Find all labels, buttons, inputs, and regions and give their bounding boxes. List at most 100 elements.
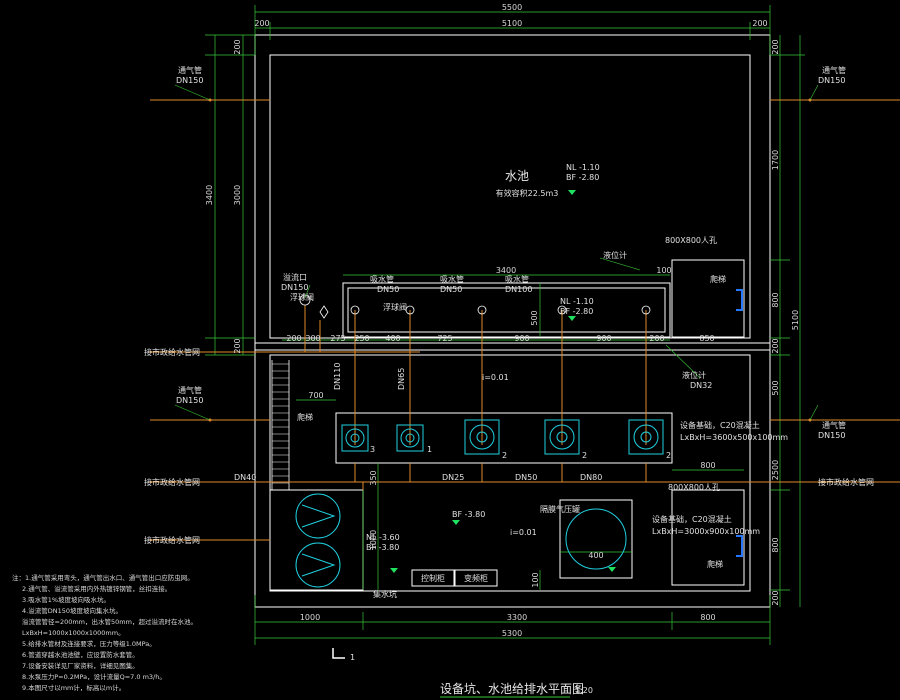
pool-bf: BF -2.80 <box>566 173 599 182</box>
suction-inlet-4 <box>557 305 567 315</box>
pump-icon <box>464 419 500 455</box>
pumps <box>295 289 743 588</box>
note-line: 8.水泵压力P=0.2MPa，设计流量Q=7.0 m3/h。 <box>22 672 166 681</box>
dim-bottom-c: 800 <box>700 613 715 622</box>
dim-row-900a: 900 <box>514 334 529 343</box>
dim-row-200: 200 <box>649 334 664 343</box>
dim-left-outer: 3400 <box>205 185 214 205</box>
dim-right-e: 2500 <box>771 460 780 480</box>
dim-left-top: 200 <box>233 39 242 54</box>
note-line: 4.溢流管DN150坡度坡向集水坑。 <box>22 606 122 615</box>
inner-tank <box>342 282 671 338</box>
pipe-dn40-label: DN40 <box>234 473 256 482</box>
dim-bottom-total: 5300 <box>502 629 522 638</box>
sump-label: 集水坑 <box>373 589 397 599</box>
ladder-r2-label: 爬梯 <box>707 559 723 569</box>
dim-right-b: 800 <box>771 292 780 307</box>
manhole-top-icon <box>736 289 743 311</box>
vent-tl-label: 通气管 <box>178 65 202 75</box>
vent-mr-label: 通气管 <box>822 420 846 430</box>
pit-bf-label: BF -3.80 <box>452 510 485 519</box>
dim-right-top: 200 <box>771 39 780 54</box>
section-mark-icon <box>332 648 345 659</box>
dim-left-bottom: 200 <box>233 338 242 353</box>
sump-box <box>269 489 364 591</box>
level-triangle-icon <box>390 568 398 573</box>
level-triangle-icon <box>452 520 460 525</box>
suction-label: 吸水管 <box>370 274 394 284</box>
dim-top-left: 200 <box>254 19 269 28</box>
vfd-box <box>454 569 498 587</box>
manhole-bot-icon <box>736 535 743 557</box>
dim-350: 350 <box>369 470 378 485</box>
note-line: 9.本图尺寸以mm计，标高以m计。 <box>22 683 125 692</box>
note-line: 3.吸水管1%坡度坡向吸水坑。 <box>22 595 110 604</box>
outer-wall <box>254 34 771 608</box>
pool-volume: 有效容积22.5m3 <box>496 188 559 198</box>
pump-icon <box>544 419 580 455</box>
pump-icon <box>396 424 424 452</box>
float-valve-label: 浮球阀 <box>290 292 314 302</box>
equip-size2-label: LxBxH=3000x900x100mm <box>652 527 760 536</box>
tank-level: NL -1.10 <box>560 297 594 306</box>
vent-tr-dn: DN150 <box>818 76 845 85</box>
dimension-lines <box>205 5 805 645</box>
pool-level: NL -1.10 <box>566 163 600 172</box>
level-markers <box>390 190 616 573</box>
leaders <box>174 84 819 421</box>
inlet-l2-label: 接市政给水管网 <box>144 477 200 487</box>
dim-400: 400 <box>588 551 603 560</box>
dim-row-275: 275 <box>330 334 345 343</box>
dim-right-g: 200 <box>771 590 780 605</box>
inlet-l-label: 接市政给水管网 <box>144 347 200 357</box>
note-line: 溢流管管径=200mm，出水管50mm，超过溢流时在水池。 <box>22 617 197 626</box>
vent-ml-label: 通气管 <box>178 385 202 395</box>
level-triangle-icon <box>568 190 576 195</box>
dn50b-label: DN50 <box>440 285 462 294</box>
pump-2c-label: 2 <box>666 451 671 460</box>
equip-base2-label: 设备基础，C20混凝土 <box>652 514 732 524</box>
suction2-label: 吸水管 <box>440 274 464 284</box>
suction3-label: 吸水管 <box>505 274 529 284</box>
slope2-label: i=0.01 <box>510 528 537 537</box>
vent-ml-dn: DN150 <box>176 396 203 405</box>
pump-3-label: 3 <box>370 445 375 454</box>
pit-bf2-label: BF -3.80 <box>366 543 399 552</box>
dim-bottom-a: 1000 <box>300 613 320 622</box>
dim-row-850: 850 <box>699 334 714 343</box>
air-tank-label: 隔膜气压罐 <box>540 504 580 514</box>
suction-inlet-1 <box>350 305 360 315</box>
ladder <box>271 360 290 490</box>
dim-row-400: 400 <box>385 334 400 343</box>
level-gauge-label-2: 液位计 <box>682 370 706 380</box>
equipment-base <box>335 412 673 464</box>
note-line: 6.管道穿越水池池壁，应设置防水套管。 <box>22 650 139 659</box>
overflow-dn: DN150 <box>281 283 308 292</box>
dim-right-total: 5100 <box>791 310 800 330</box>
dim-left-inner: 3000 <box>233 185 242 205</box>
pit-wall <box>269 354 751 592</box>
dim-right-a: 1700 <box>771 150 780 170</box>
inlet-r-label: 接市政给水管网 <box>818 477 874 487</box>
section-mark-num: 1 <box>350 653 355 662</box>
pipe-dn80-label: DN80 <box>580 473 602 482</box>
dim-800: 800 <box>700 461 715 470</box>
dim-row-900b: 900 <box>596 334 611 343</box>
manhole-top-box <box>671 259 745 338</box>
suction-inlet-2 <box>405 305 415 315</box>
drawing-title: 设备坑、水池给排水平面图 <box>440 681 584 696</box>
dn100-label: DN100 <box>505 285 532 294</box>
note-line: LxBxH=1000x1000x1000mm。 <box>22 629 125 637</box>
dim-right-c: 200 <box>771 338 780 353</box>
manhole-bot-box <box>671 489 745 586</box>
suction-inlet-5 <box>641 305 651 315</box>
note-line: 7.设备安装详见厂家资料，详细见图集。 <box>22 661 139 670</box>
level-triangle-icon <box>608 567 616 572</box>
pipe-dn65-label: DN65 <box>397 368 406 390</box>
pit-nl-label: NL -3.60 <box>366 533 400 542</box>
equip-base-label: 设备基础，C20混凝土 <box>680 420 760 430</box>
pump-1-label: 1 <box>427 445 432 454</box>
walls <box>254 34 771 608</box>
